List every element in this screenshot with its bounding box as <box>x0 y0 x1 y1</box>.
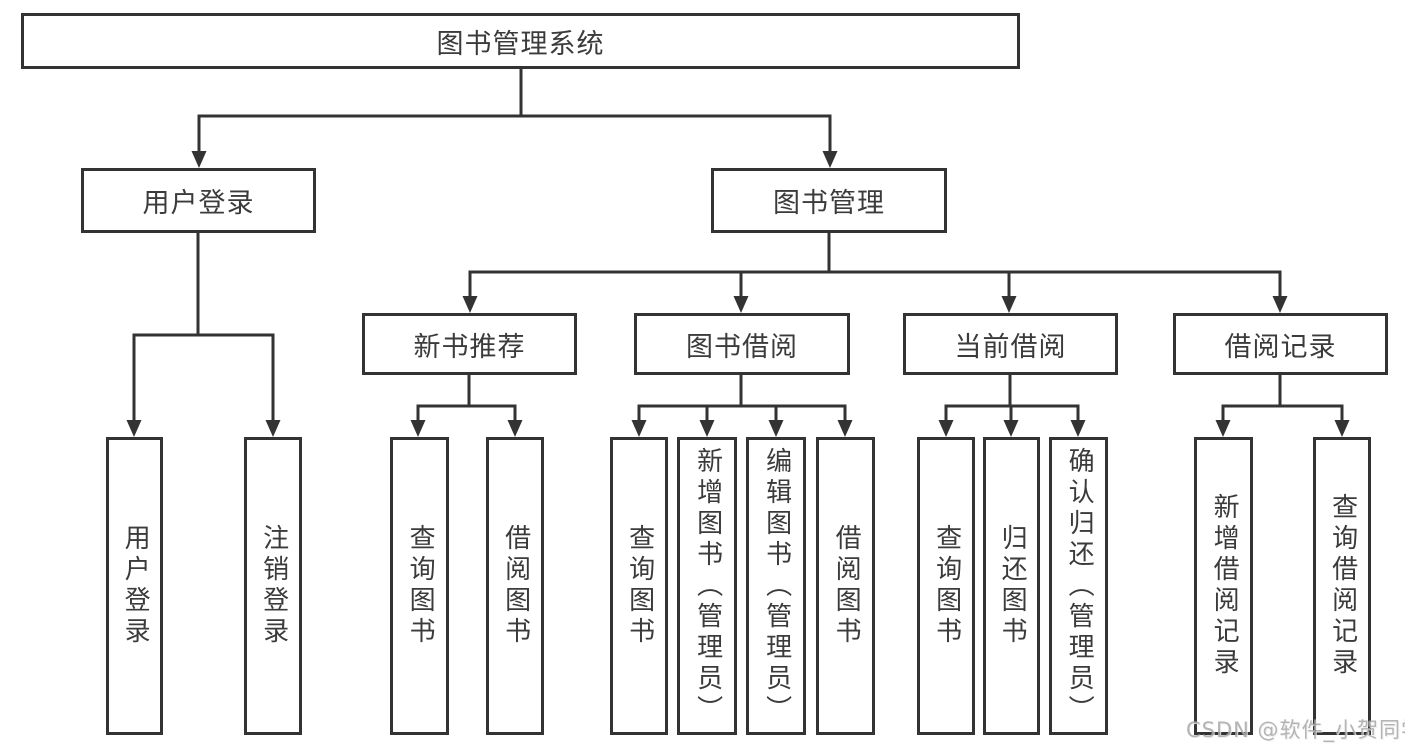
node-new-book-recommend: 新书推荐 <box>362 313 577 375</box>
leaf-return-books-label: 归还图书 <box>997 524 1028 648</box>
leaf-borrow-query-books-label: 查询图书 <box>624 524 655 648</box>
node-book-management-label: 图书管理 <box>773 188 885 219</box>
node-current-borrow: 当前借阅 <box>903 313 1118 375</box>
node-user-login-label: 用户登录 <box>142 188 255 219</box>
leaf-new-book-borrow: 借阅图书 <box>486 437 544 735</box>
leaf-edit-books-admin: 编辑图书（管理员） <box>746 437 806 735</box>
leaf-new-book-query: 查询图书 <box>390 437 449 735</box>
leaf-confirm-return-admin-label: 确认归还（管理员） <box>1064 446 1095 726</box>
node-book-management: 图书管理 <box>711 168 947 233</box>
connector-book-management-branch <box>462 233 1288 313</box>
connector-new-book-branch <box>410 375 523 437</box>
leaf-return-books: 归还图书 <box>983 437 1040 735</box>
leaf-query-borrow-record: 查询借阅记录 <box>1313 437 1371 735</box>
node-current-borrow-label: 当前借阅 <box>954 331 1067 363</box>
node-new-book-recommend-label: 新书推荐 <box>413 331 526 363</box>
node-book-borrow: 图书借阅 <box>634 313 850 375</box>
leaf-add-borrow-record: 新增借阅记录 <box>1194 437 1253 735</box>
leaf-edit-books-admin-label: 编辑图书（管理员） <box>761 446 792 726</box>
leaf-borrow-books: 借阅图书 <box>816 437 875 735</box>
node-user-login: 用户登录 <box>81 168 316 233</box>
node-borrow-record: 借阅记录 <box>1173 313 1388 375</box>
connector-current-borrow-branch <box>938 375 1086 437</box>
leaf-borrow-books-label: 借阅图书 <box>831 524 862 648</box>
leaf-new-book-borrow-label: 借阅图书 <box>500 524 531 648</box>
node-borrow-record-label: 借阅记录 <box>1224 331 1337 363</box>
node-root-label: 图书管理系统 <box>436 28 605 60</box>
node-root-system: 图书管理系统 <box>21 13 1020 69</box>
leaf-current-query-books-label: 查询图书 <box>931 524 962 648</box>
csdn-watermark: CSDN @软件_小贺同学 <box>1186 718 1405 742</box>
leaf-user-login: 用户登录 <box>106 437 163 735</box>
leaf-borrow-query-books: 查询图书 <box>610 437 668 735</box>
leaf-logout: 注销登录 <box>244 437 302 735</box>
connector-borrow-record-branch <box>1215 375 1350 437</box>
leaf-confirm-return-admin: 确认归还（管理员） <box>1049 437 1108 735</box>
leaf-logout-label: 注销登录 <box>258 524 289 648</box>
connector-root-to-level2 <box>191 69 838 168</box>
leaf-current-query-books: 查询图书 <box>917 437 975 735</box>
leaf-add-books-admin: 新增图书（管理员） <box>677 437 737 735</box>
leaf-add-borrow-record-label: 新增借阅记录 <box>1209 493 1240 679</box>
leaf-query-borrow-record-label: 查询借阅记录 <box>1327 493 1358 679</box>
connector-user-login-branch <box>126 233 281 437</box>
leaf-user-login-label: 用户登录 <box>120 524 151 648</box>
connector-book-borrow-branch <box>631 375 853 437</box>
node-book-borrow-label: 图书借阅 <box>686 331 798 363</box>
leaf-add-books-admin-label: 新增图书（管理员） <box>692 446 723 726</box>
leaf-new-book-query-label: 查询图书 <box>405 524 436 648</box>
